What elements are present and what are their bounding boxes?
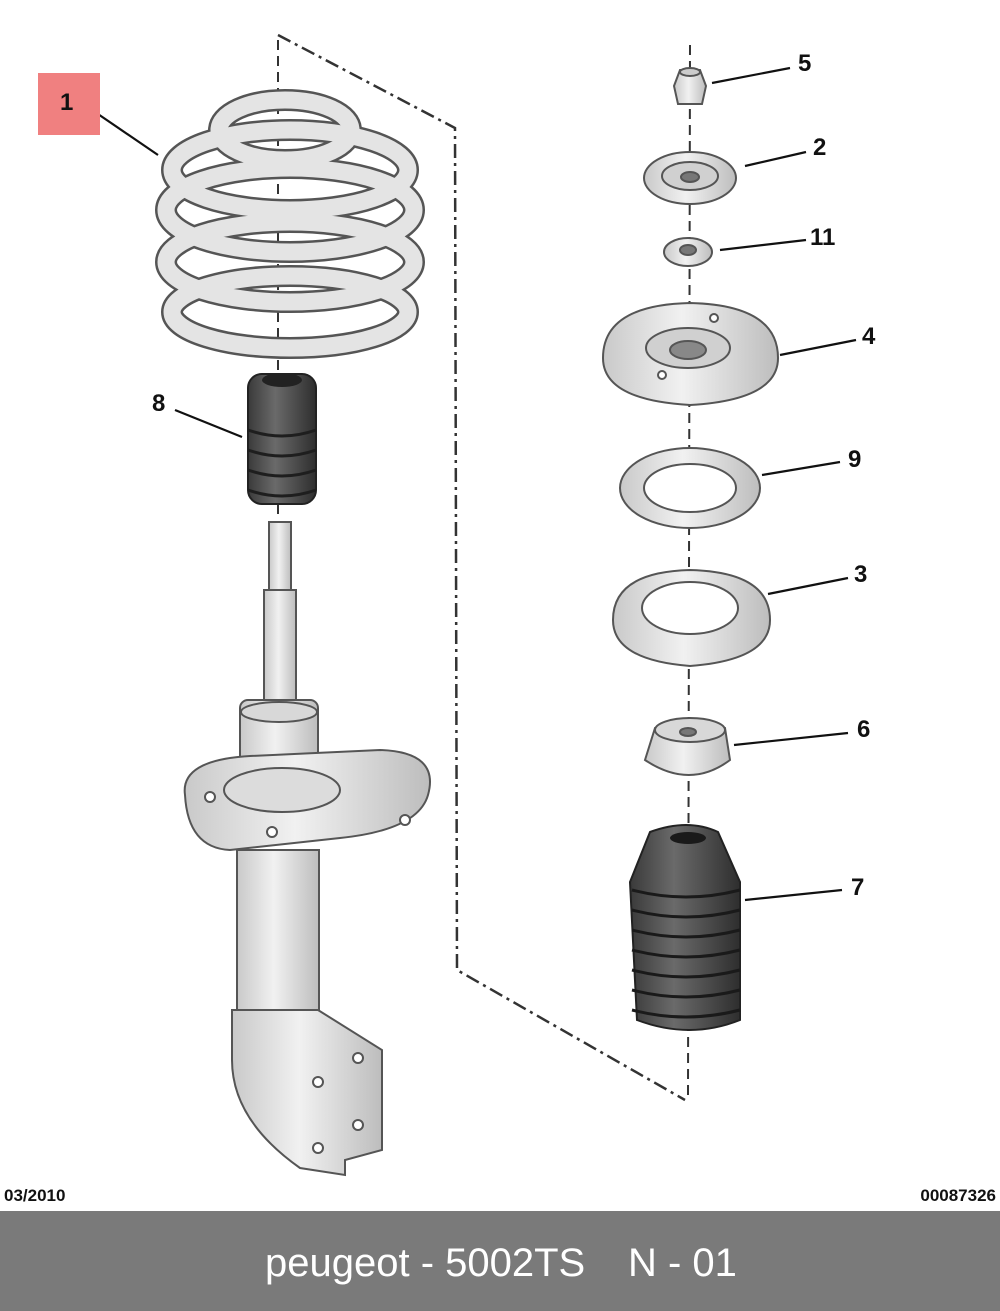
callout-2: 2 [813, 134, 827, 161]
cup-washer [643, 151, 737, 205]
diagram-reference-number: 00087326 [920, 1186, 996, 1205]
shock-absorber [183, 521, 431, 1177]
callout-1: 1 [60, 89, 74, 116]
footer-bar: peugeot - 5002TS N - 01 [0, 1211, 1000, 1311]
small-washer [663, 237, 713, 267]
dust-boot [628, 824, 741, 1031]
bump-stop [247, 373, 317, 505]
callout-11: 11 [810, 224, 836, 251]
nut [672, 67, 708, 105]
spring-seat [611, 568, 772, 668]
callout-highlight-box [38, 73, 100, 135]
brand-part-number: peugeot - 5002TS [265, 1241, 586, 1285]
callout-9: 9 [848, 446, 862, 473]
assembly-dash-line [277, 33, 686, 1102]
callout-8: 8 [152, 390, 166, 417]
callout-3: 3 [854, 561, 868, 588]
bearing-ring [619, 447, 761, 529]
exploded-parts-diagram [94, 33, 857, 1177]
strut-mount [601, 301, 780, 407]
variant-code: N - 01 [628, 1241, 737, 1285]
callout-5: 5 [798, 50, 812, 77]
coil-spring [155, 89, 425, 359]
date-code: 03/2010 [4, 1186, 66, 1205]
callout-7: 7 [851, 874, 865, 901]
stop-cup [643, 717, 732, 776]
leader-lines [94, 66, 857, 902]
callout-6: 6 [857, 716, 871, 743]
callout-4: 4 [862, 323, 876, 350]
